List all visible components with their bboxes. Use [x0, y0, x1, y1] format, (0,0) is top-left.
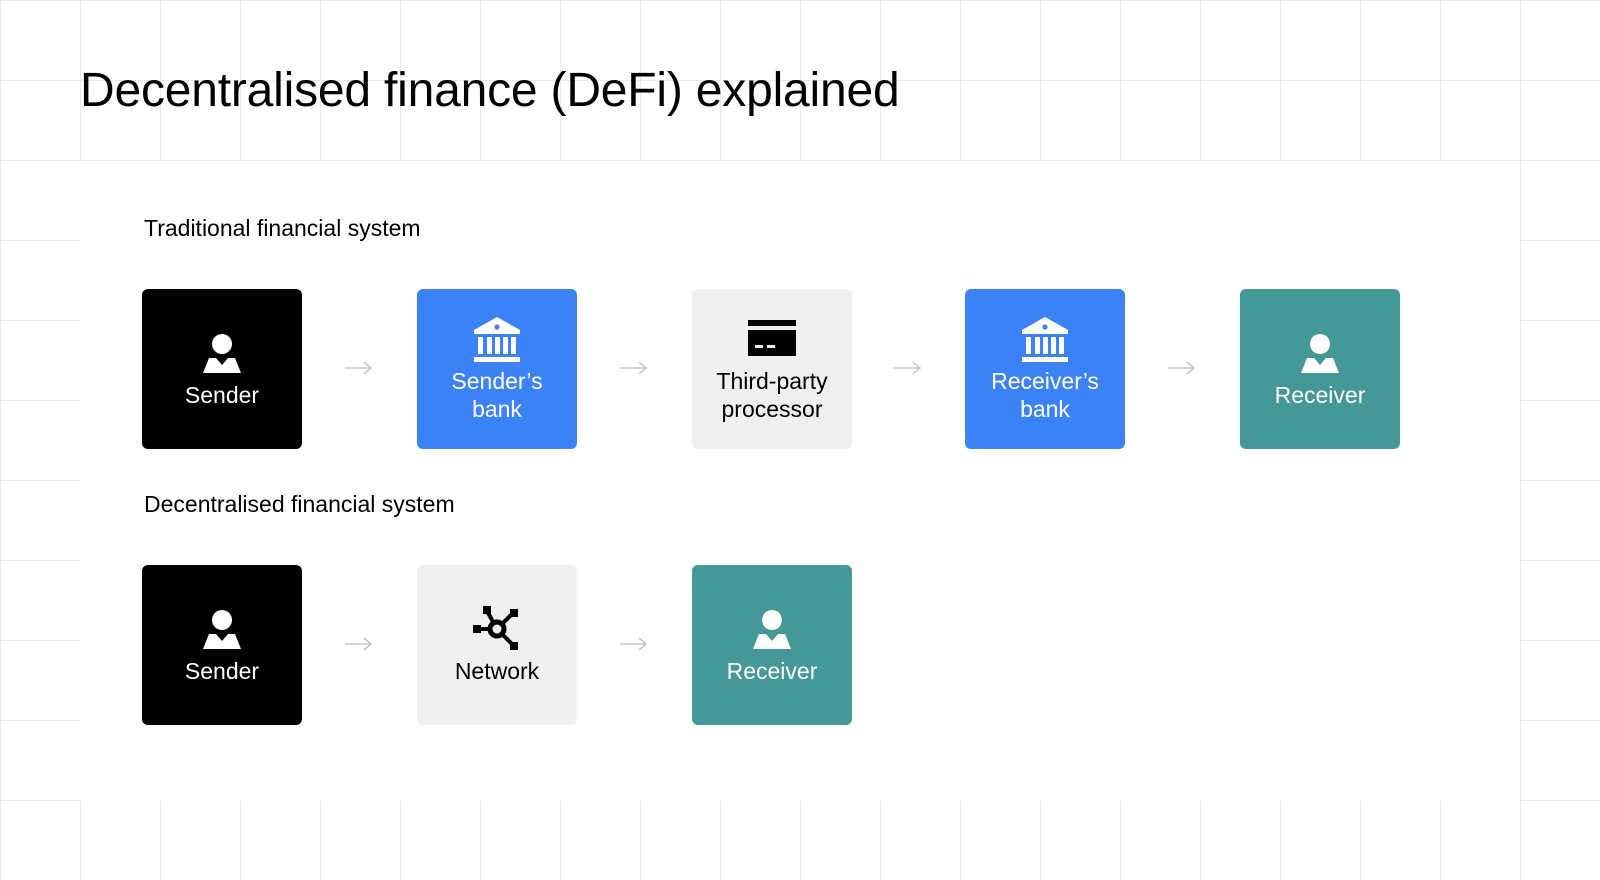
person-icon	[203, 334, 241, 373]
arrow-right-icon	[345, 361, 373, 375]
arrow-right-icon	[345, 637, 373, 651]
section-title-traditional: Traditional financial system	[144, 215, 421, 241]
node-label: Receiver	[1274, 382, 1366, 408]
person-icon	[1301, 334, 1339, 373]
bank-icon	[1022, 317, 1068, 362]
node-third-party-processor: Third-party processor	[692, 289, 852, 449]
page-title: Decentralised finance (DeFi) explained	[80, 64, 900, 117]
node-label: Sender’s bank	[451, 368, 543, 422]
node-receiver: Receiver	[692, 565, 852, 725]
person-icon	[203, 610, 241, 649]
arrow-right-icon	[1168, 361, 1196, 375]
node-label: Network	[454, 658, 540, 684]
person-icon	[753, 610, 791, 649]
bank-icon	[474, 317, 520, 362]
card-icon	[748, 320, 796, 356]
arrow-right-icon	[894, 361, 922, 375]
node-senders-bank: Sender’s bank	[417, 289, 577, 449]
node-label: Receiver	[726, 658, 818, 684]
arrow-right-icon	[620, 637, 648, 651]
node-network: Network	[417, 565, 577, 725]
node-receiver: Receiver	[1240, 289, 1400, 449]
network-icon	[473, 606, 518, 650]
node-sender: Sender	[142, 289, 302, 449]
node-label: Sender	[184, 382, 260, 408]
arrow-right-icon	[620, 361, 648, 375]
node-sender: Sender	[142, 565, 302, 725]
section-title-decentralised: Decentralised financial system	[144, 491, 455, 517]
node-receivers-bank: Receiver’s bank	[965, 289, 1125, 449]
node-label: Third-party processor	[716, 368, 828, 422]
diagram-panel: Traditional financial system Sender Send…	[80, 160, 1520, 801]
node-label: Sender	[184, 658, 260, 684]
node-label: Receiver’s bank	[991, 368, 1099, 422]
